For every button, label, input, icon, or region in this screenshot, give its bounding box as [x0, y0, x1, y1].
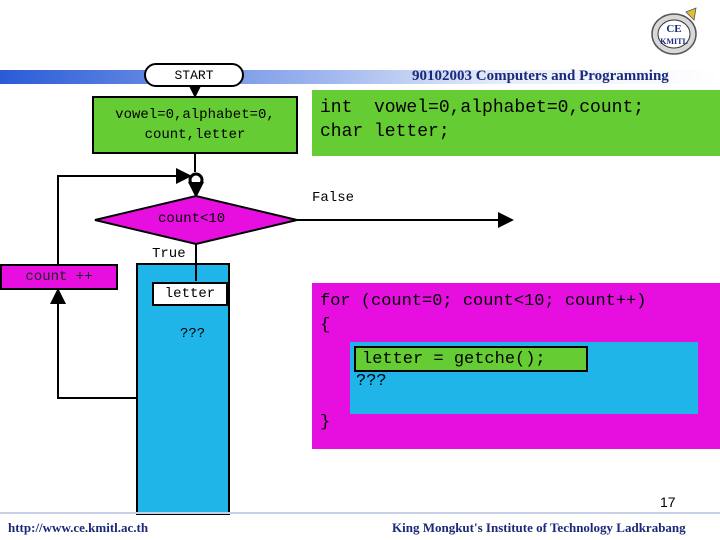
- declaration-code: int vowel=0,alphabet=0,count; char lette…: [312, 90, 720, 156]
- svg-text:KMITL: KMITL: [660, 37, 688, 46]
- increment-box: count ++: [0, 264, 118, 290]
- kmitl-logo: CE KMITL: [651, 7, 697, 55]
- for-statement: for (count=0; count<10; count++): [320, 292, 647, 311]
- decl-line-2: char letter;: [320, 122, 450, 142]
- false-label: False: [312, 190, 355, 206]
- close-brace: }: [320, 413, 331, 432]
- condition-label: count<10: [158, 211, 226, 227]
- decl-line-1: int vowel=0,alphabet=0,count;: [320, 98, 645, 118]
- page-number: 17: [660, 494, 676, 510]
- init-process-box: vowel=0,alphabet=0, count,letter: [92, 96, 298, 154]
- footer-divider: [0, 512, 720, 514]
- body-input-arrow: [195, 263, 197, 281]
- true-label: True: [152, 246, 186, 262]
- open-brace: {: [320, 316, 331, 335]
- header-title: 90102003 Computers and Programming: [412, 68, 669, 84]
- footer-institute: King Mongkut's Institute of Technology L…: [392, 520, 686, 535]
- getche-statement: letter = getche();: [354, 346, 588, 372]
- loop-body-placeholder: ???: [180, 326, 206, 342]
- init-line-2: count,letter: [144, 127, 246, 143]
- init-line-1: vowel=0,alphabet=0,: [115, 107, 275, 123]
- code-body-placeholder: ???: [356, 372, 387, 391]
- input-letter-box: letter: [152, 282, 228, 306]
- start-terminal: START: [144, 63, 244, 87]
- svg-text:CE: CE: [666, 23, 681, 35]
- footer-url: http://www.ce.kmitl.ac.th: [8, 520, 149, 535]
